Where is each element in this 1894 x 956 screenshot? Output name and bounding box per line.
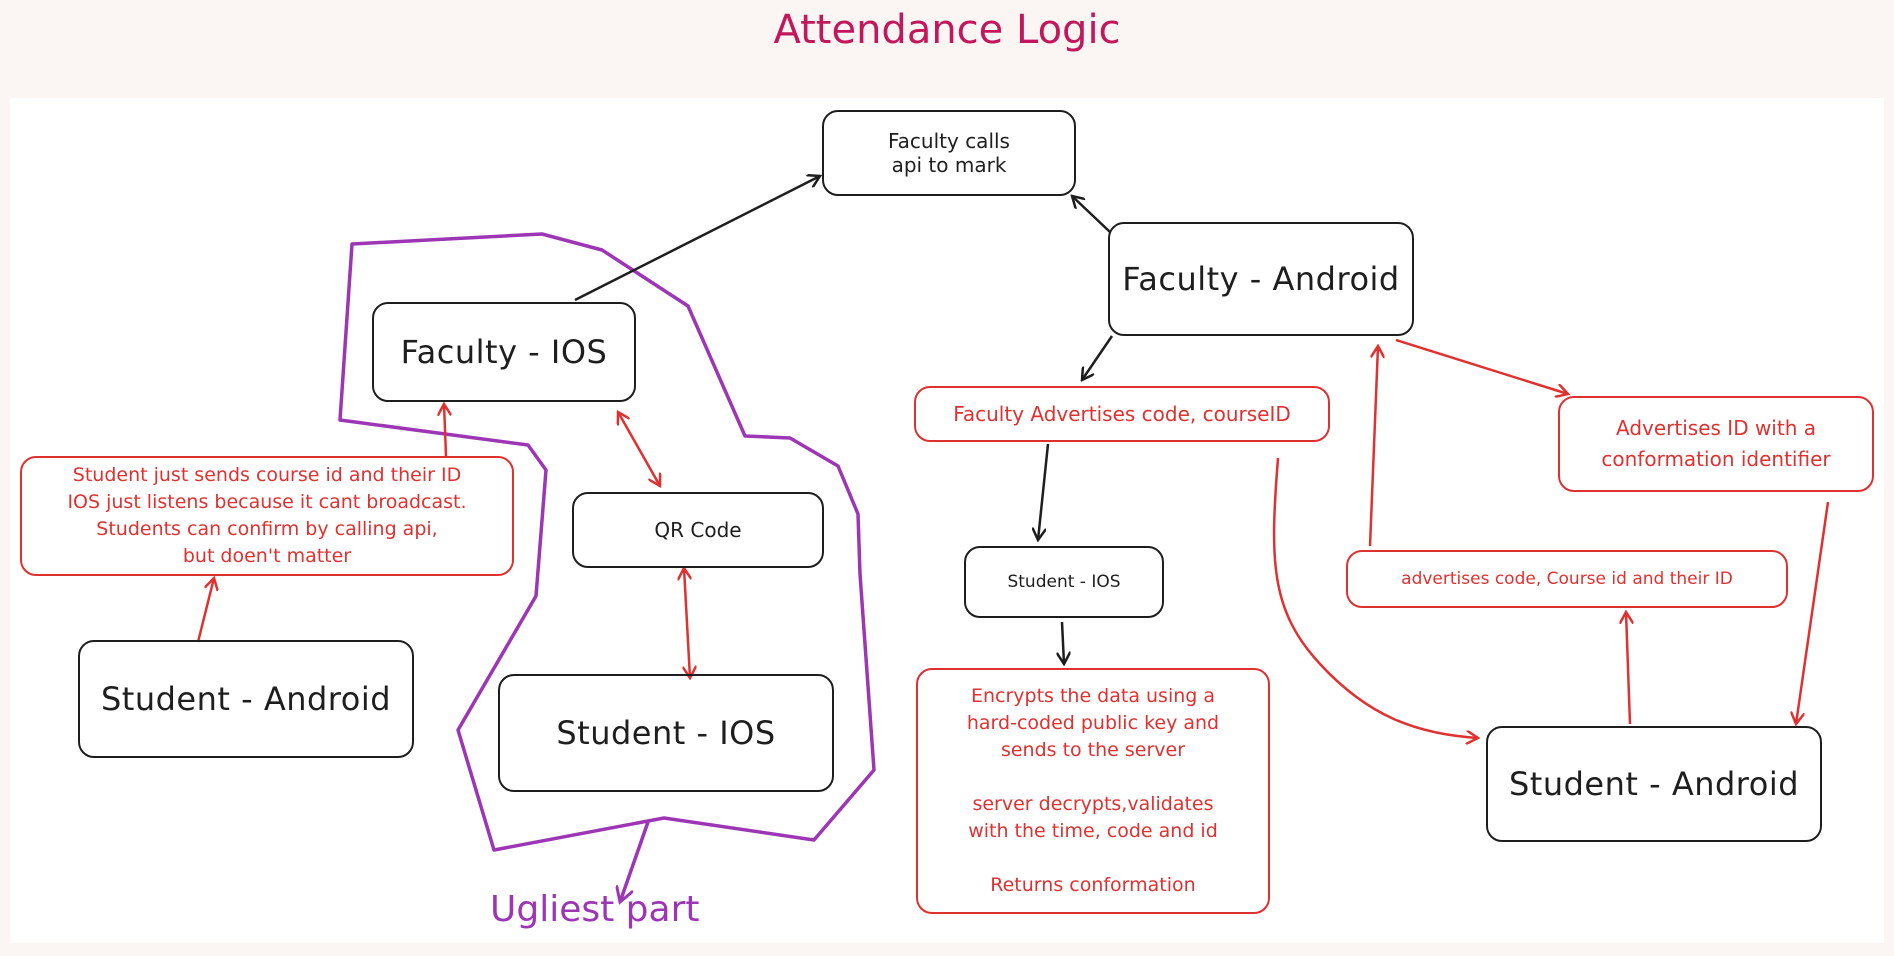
student-ios-mid-box: Student - IOS <box>964 546 1164 618</box>
arrow-advertises-id-to-student-android <box>1796 501 1830 724</box>
arrow-note-to-faculty-ios <box>444 404 446 457</box>
arrow-faculty-android-to-api <box>1072 196 1111 233</box>
arrow-faculty-android-to-advertises <box>1082 335 1114 380</box>
arrow-advertises-to-student-android <box>1272 457 1478 738</box>
ios-note-box: Student just sends course id and their I… <box>20 456 514 576</box>
faculty-ios-box: Faculty - IOS <box>372 302 636 402</box>
arrow-student-ios-to-encrypt <box>1062 621 1064 664</box>
student-android-right-box: Student - Android <box>1486 726 1822 842</box>
encrypt-note-box: Encrypts the data using a hard-coded pub… <box>916 668 1270 914</box>
faculty-android-box: Faculty - Android <box>1108 222 1414 336</box>
ugliest-part-label: Ugliest part <box>490 889 700 930</box>
faculty-api-box: Faculty calls api to mark <box>822 110 1076 196</box>
arrow-faculty-android-to-advertises-id <box>1395 338 1568 394</box>
arrow-faculty-ios-qr <box>618 412 660 486</box>
advertises-id-box: Advertises ID with a conformation identi… <box>1558 396 1874 492</box>
arrow-qr-student-ios <box>684 568 690 678</box>
qr-code-box: QR Code <box>572 492 824 568</box>
advertises-code-box: advertises code, Course id and their ID <box>1346 550 1788 608</box>
ugliest-part-outline <box>338 232 876 852</box>
arrow-student-android-to-note <box>196 578 214 643</box>
arrow-advertises-code-to-faculty-android <box>1368 346 1378 547</box>
diagram-canvas <box>10 98 1884 943</box>
student-ios-left-box: Student - IOS <box>498 674 834 792</box>
student-android-left-box: Student - Android <box>78 640 414 758</box>
faculty-advertises-box: Faculty Advertises code, courseID <box>914 386 1330 442</box>
ugliest-part-arrow <box>620 821 650 902</box>
arrow-student-android-to-advertises-code <box>1626 612 1630 725</box>
diagram-title: Attendance Logic <box>773 7 1121 53</box>
arrow-faculty-ios-to-api <box>574 176 820 302</box>
arrow-advertises-to-student-ios <box>1038 443 1050 540</box>
